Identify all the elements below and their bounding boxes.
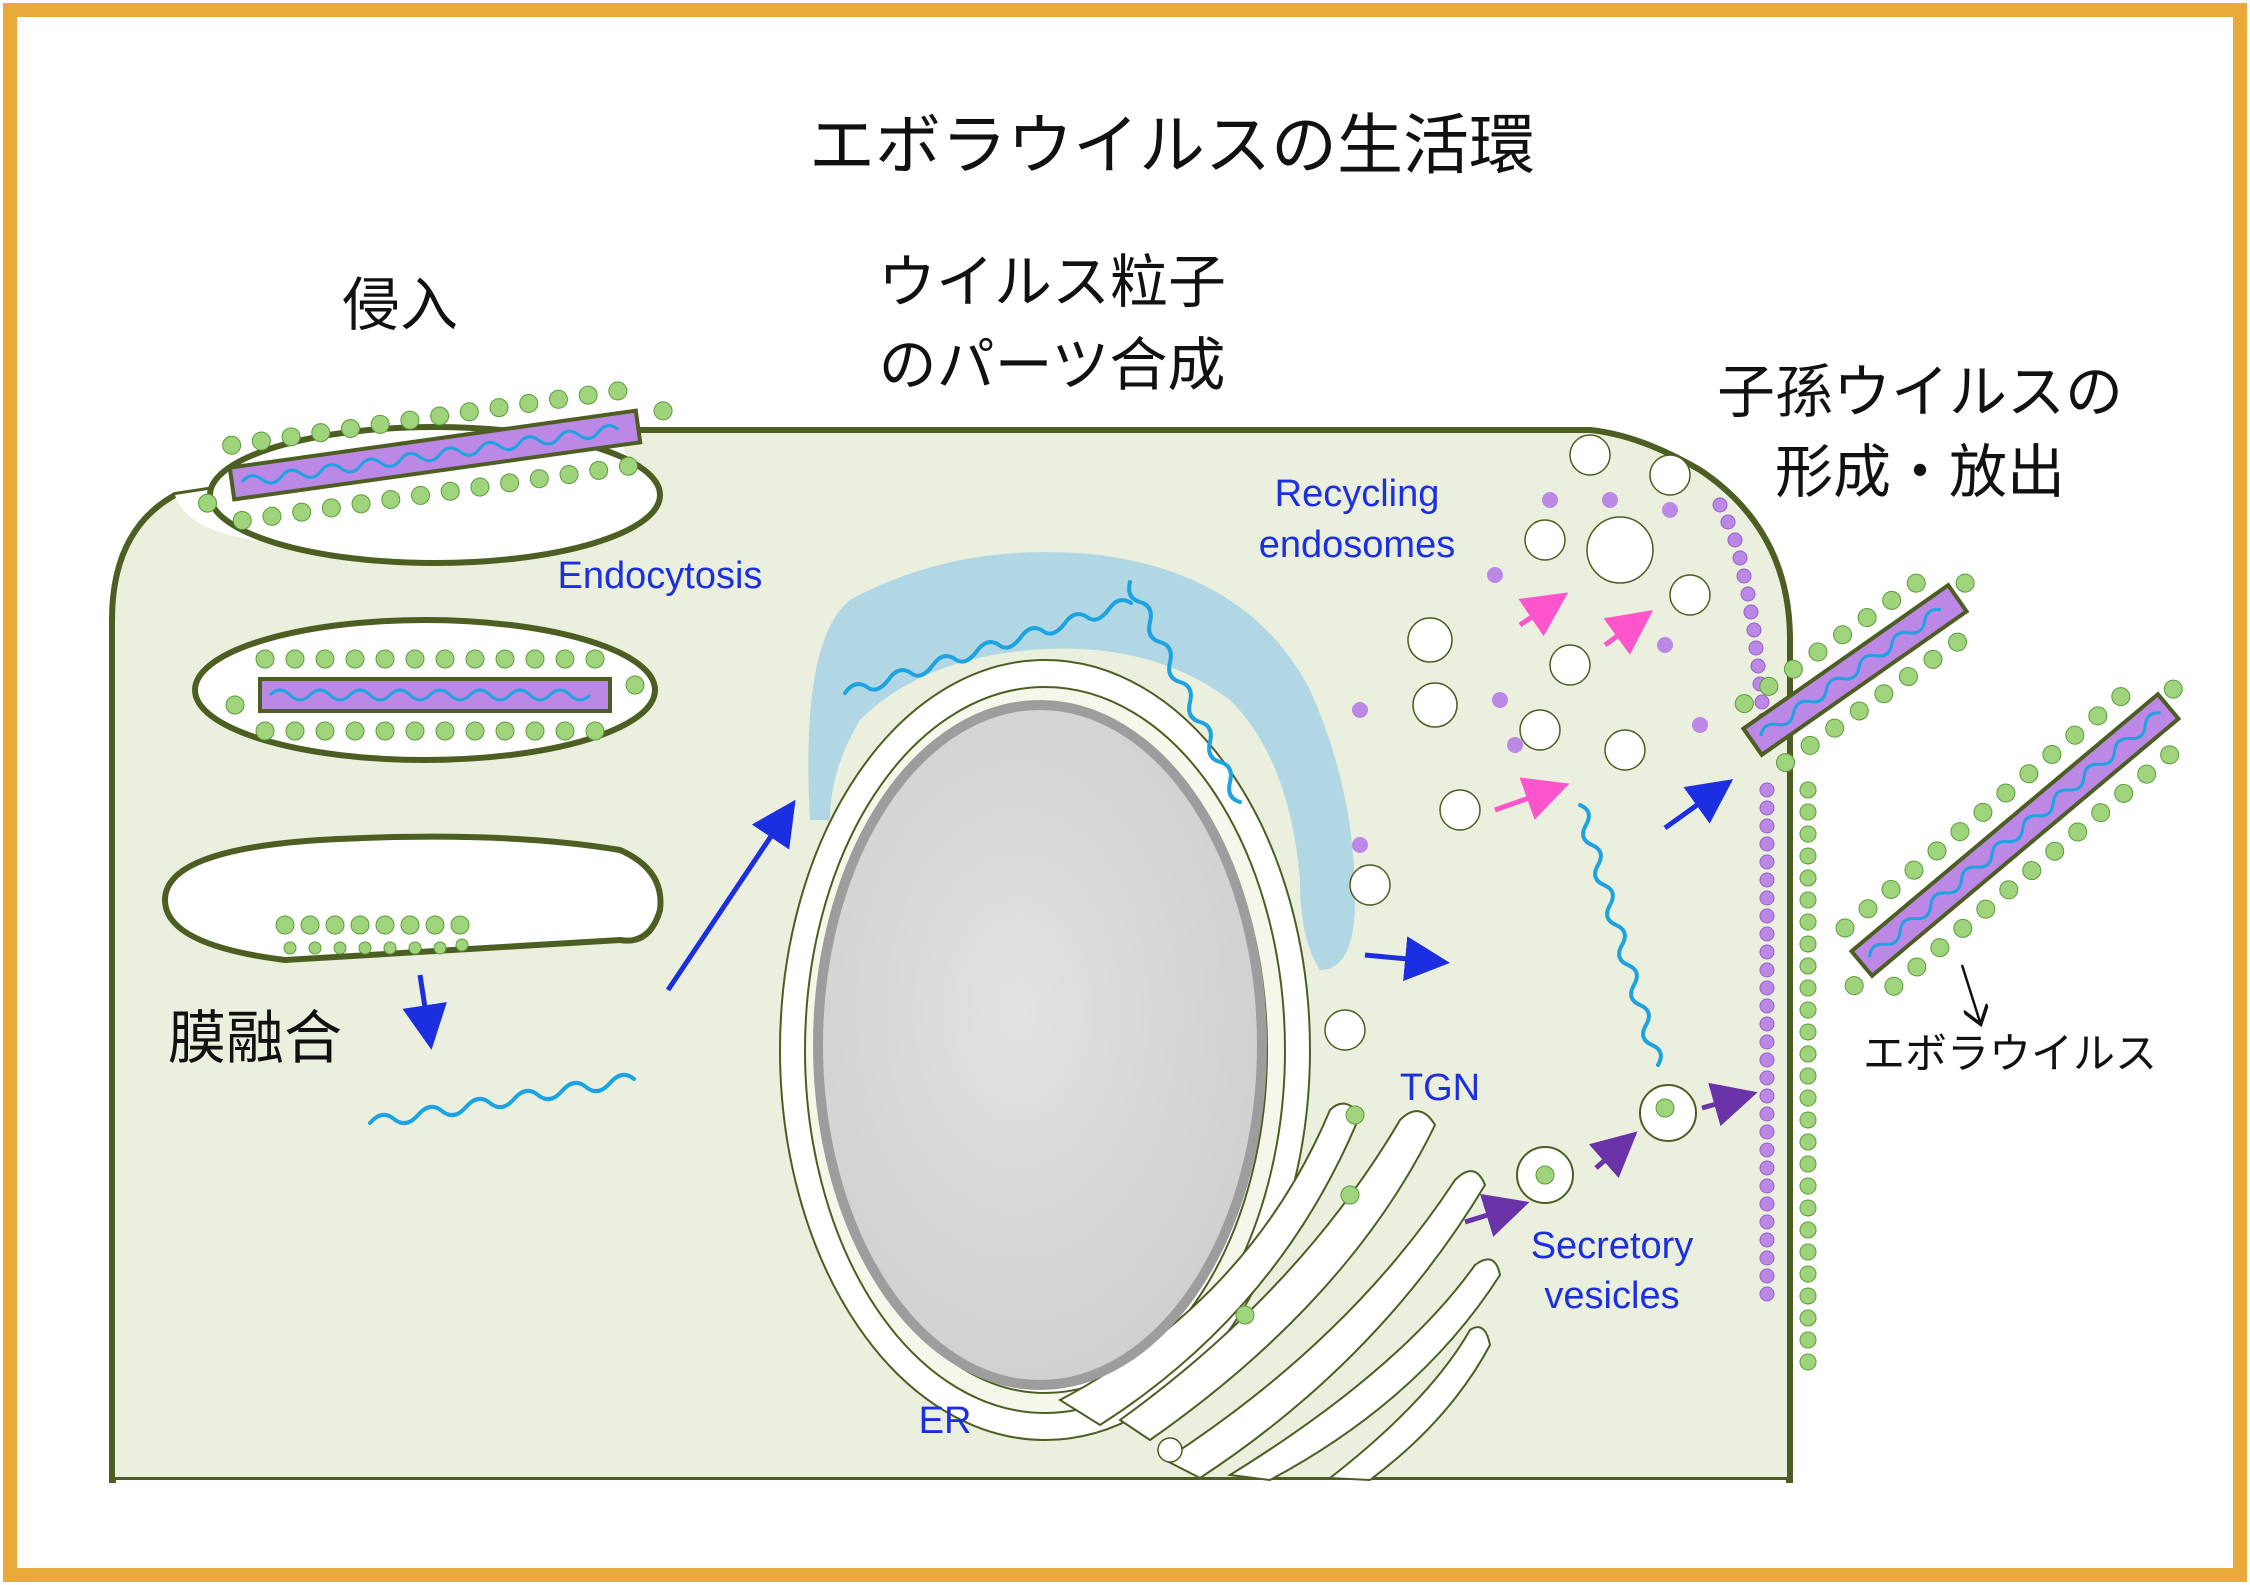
label-secretory-line1: Secretory [1531,1225,1694,1267]
virus-pointer-arrow [1960,964,1980,1022]
title: エボラウイルスの生活環 [809,107,1535,184]
matrix-protein-particles [1352,492,1708,853]
virion-budding [1734,573,1975,773]
virion-entering [197,381,673,530]
stage-budding-line2: 形成・放出 [1775,438,2065,506]
label-tgn: TGN [1400,1067,1480,1109]
stage-budding-line1: 子孫ウイルスの [1717,358,2123,426]
label-virus: エボラウイルス [1863,1029,2157,1078]
label-recycling-line1: Recycling [1275,473,1440,515]
recycling-vesicles [1157,434,1711,1463]
surface-glycoproteins [1799,781,1817,1371]
label-recycling-line2: endosomes [1259,524,1455,566]
stage-entry: 侵入 [342,271,458,339]
arrows-purple [1464,1082,1758,1237]
nucleus [813,700,1267,1390]
label-endocytosis: Endocytosis [558,555,763,597]
virion-internalized [225,649,645,741]
arrows-pink [1494,592,1654,820]
endosome-fusion [161,833,664,964]
rna-strands [368,580,1663,1126]
arrows-blue [402,779,1734,1050]
label-er: ER [919,1400,972,1442]
label-secretory-line2: vesicles [1544,1275,1679,1317]
stage-synthesis-line2: のパーツ合成 [879,331,1226,399]
virion-released [1835,679,2183,996]
stage-synthesis-line1: ウイルス粒子 [878,248,1226,316]
secretory-vesicles [1235,1084,1697,1325]
stage-fusion: 膜融合 [168,1004,342,1072]
fused-glycoproteins [275,915,470,955]
budding-matrix-layer [1712,497,1775,1302]
